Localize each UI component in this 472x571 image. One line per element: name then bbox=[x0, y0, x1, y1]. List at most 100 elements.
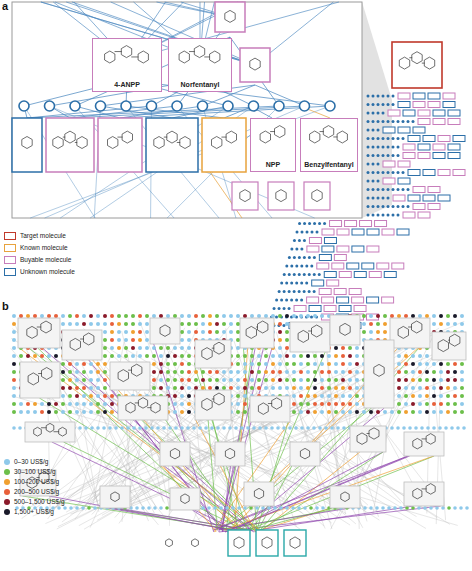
reaction-dot bbox=[308, 222, 311, 225]
price-dot bbox=[222, 330, 226, 334]
price-dot bbox=[435, 506, 439, 510]
molecule-box bbox=[383, 178, 395, 184]
price-dot bbox=[68, 362, 72, 366]
price-dot bbox=[82, 362, 86, 366]
price-dot bbox=[439, 314, 443, 318]
price-dot bbox=[411, 378, 415, 382]
molecule-ring bbox=[225, 448, 234, 459]
price-dot bbox=[222, 370, 226, 374]
price-dot bbox=[180, 362, 184, 366]
price-dot bbox=[439, 394, 443, 398]
link-line bbox=[45, 344, 457, 524]
price-dot bbox=[306, 314, 310, 318]
price-dot bbox=[68, 322, 72, 326]
reaction-node bbox=[249, 101, 259, 111]
molecule-box bbox=[160, 442, 190, 466]
price-dot bbox=[156, 426, 160, 430]
molecule-ring bbox=[160, 325, 170, 337]
reaction-dot bbox=[290, 299, 293, 302]
price-dot bbox=[404, 362, 408, 366]
price-dot bbox=[110, 314, 114, 318]
molecule-box bbox=[332, 263, 344, 269]
price-dot bbox=[207, 506, 211, 510]
price-dot bbox=[411, 314, 415, 318]
price-dot bbox=[425, 362, 429, 366]
price-dot bbox=[320, 354, 324, 358]
molecule-box: Benzylfentanyl bbox=[300, 118, 358, 172]
molecule-box bbox=[369, 272, 381, 278]
price-dot bbox=[124, 354, 128, 358]
molecule-box bbox=[423, 170, 435, 176]
molecule-box bbox=[392, 263, 404, 269]
molecule-bond bbox=[422, 488, 427, 489]
link-line bbox=[352, 337, 433, 501]
reaction-dot bbox=[303, 290, 306, 293]
link-line bbox=[241, 356, 444, 519]
molecule-box bbox=[398, 93, 410, 99]
molecule-bond bbox=[212, 399, 214, 400]
price-dot bbox=[341, 346, 345, 350]
price-dot bbox=[292, 378, 296, 382]
molecule-box bbox=[309, 238, 321, 244]
molecule-box bbox=[404, 482, 444, 506]
price-dot bbox=[306, 426, 310, 430]
price-dot bbox=[418, 370, 422, 374]
price-dot bbox=[299, 314, 303, 318]
molecule-bond bbox=[308, 331, 312, 332]
reaction-dot bbox=[377, 103, 380, 106]
price-dot bbox=[446, 410, 450, 414]
price-dot bbox=[180, 322, 184, 326]
price-dot bbox=[180, 346, 184, 350]
molecule-ring bbox=[194, 46, 204, 58]
molecule-box bbox=[324, 306, 336, 312]
molecule-box bbox=[118, 396, 168, 420]
reaction-dot bbox=[377, 95, 380, 98]
price-dot bbox=[397, 402, 401, 406]
reaction-dot bbox=[278, 290, 281, 293]
molecule-bond bbox=[408, 327, 412, 328]
price-dot bbox=[243, 378, 247, 382]
link-line bbox=[49, 496, 241, 532]
price-dot bbox=[334, 362, 338, 366]
price-dot bbox=[173, 402, 177, 406]
reaction-dot bbox=[372, 197, 375, 200]
molecule-box bbox=[443, 102, 455, 108]
molecule-box bbox=[347, 263, 359, 269]
price-dot bbox=[243, 386, 247, 390]
price-dot bbox=[432, 370, 436, 374]
molecule-box bbox=[428, 187, 440, 193]
price-dot bbox=[54, 410, 58, 414]
price-dot bbox=[89, 386, 93, 390]
price-dot bbox=[267, 506, 271, 510]
molecule-ring bbox=[77, 137, 87, 149]
price-dot bbox=[215, 330, 219, 334]
price-dot bbox=[255, 506, 259, 510]
price-dot bbox=[61, 314, 65, 318]
price-dot bbox=[285, 330, 289, 334]
molecule-box bbox=[354, 306, 366, 312]
molecule-box bbox=[383, 127, 395, 133]
price-dot bbox=[315, 506, 319, 510]
price-dot bbox=[460, 370, 464, 374]
molecule-ring bbox=[202, 398, 212, 410]
molecule-bond bbox=[80, 339, 84, 340]
price-dot bbox=[320, 378, 324, 382]
price-dot bbox=[465, 506, 469, 510]
price-dot bbox=[355, 410, 359, 414]
molecule-ring bbox=[399, 57, 409, 69]
price-dot bbox=[68, 370, 72, 374]
price-dot bbox=[33, 314, 37, 318]
molecule-box bbox=[215, 2, 245, 32]
price-dot bbox=[103, 354, 107, 358]
molecule-box bbox=[393, 195, 405, 201]
link-line bbox=[89, 360, 224, 532]
price-dot bbox=[215, 322, 219, 326]
price-dot bbox=[453, 322, 457, 326]
legend-text: Unknown molecule bbox=[20, 268, 75, 275]
link-line bbox=[261, 452, 383, 530]
reaction-dot bbox=[295, 248, 298, 251]
reaction-dot bbox=[387, 95, 390, 98]
reaction-dot bbox=[288, 307, 291, 310]
price-dot bbox=[306, 394, 310, 398]
price-dot bbox=[103, 322, 107, 326]
